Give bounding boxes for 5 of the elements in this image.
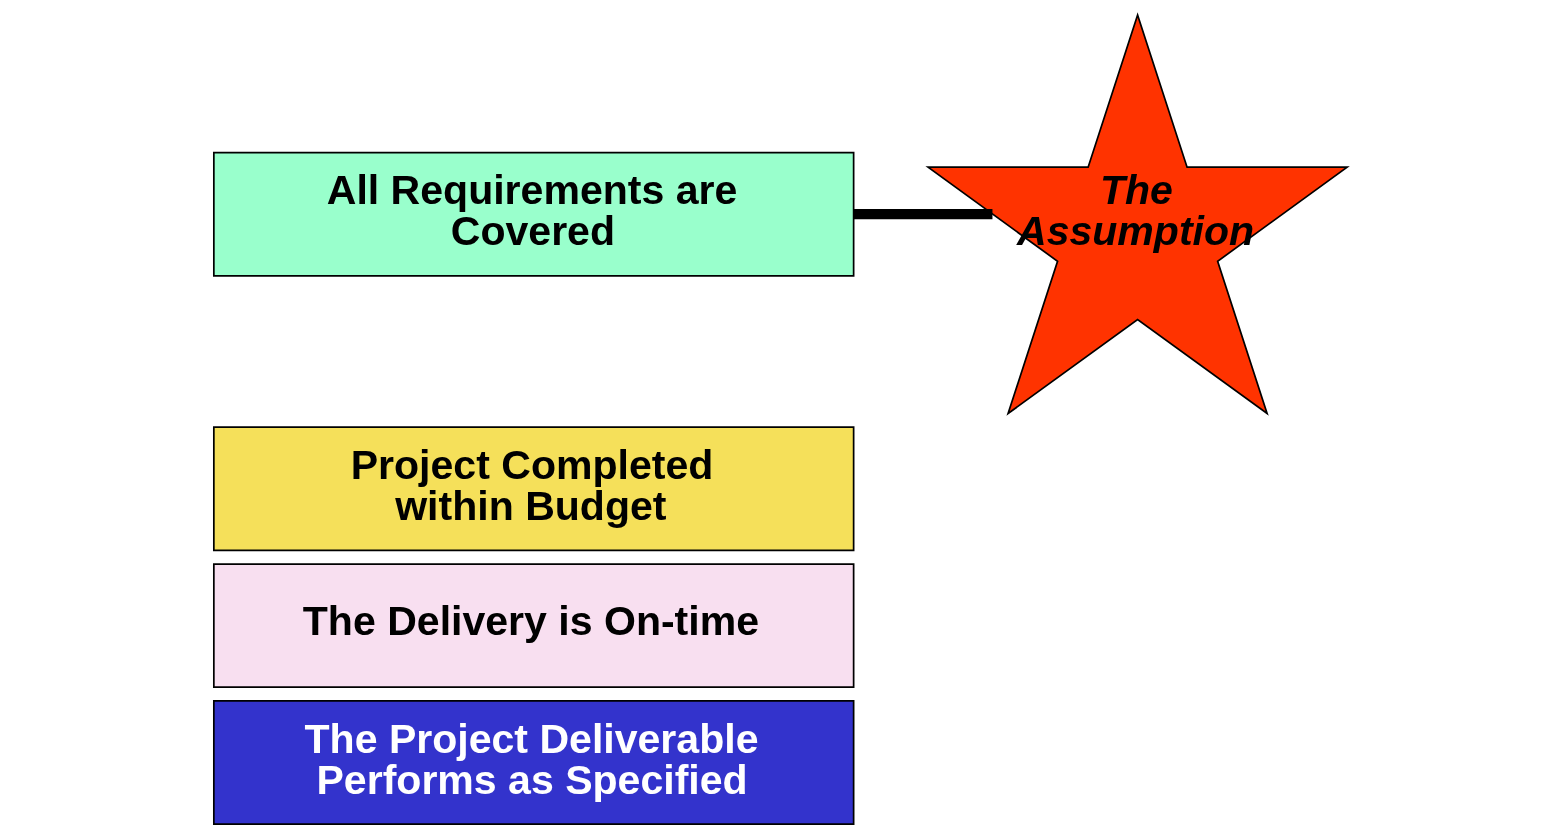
connector (853, 209, 992, 220)
node-box: All Requirements are Covered (212, 151, 854, 277)
node-box: The Project Deliverable Performs as Specified (212, 700, 854, 825)
node-box: The Delivery is On-time (212, 563, 854, 689)
node-box: Project Completed within Budget (212, 426, 854, 552)
